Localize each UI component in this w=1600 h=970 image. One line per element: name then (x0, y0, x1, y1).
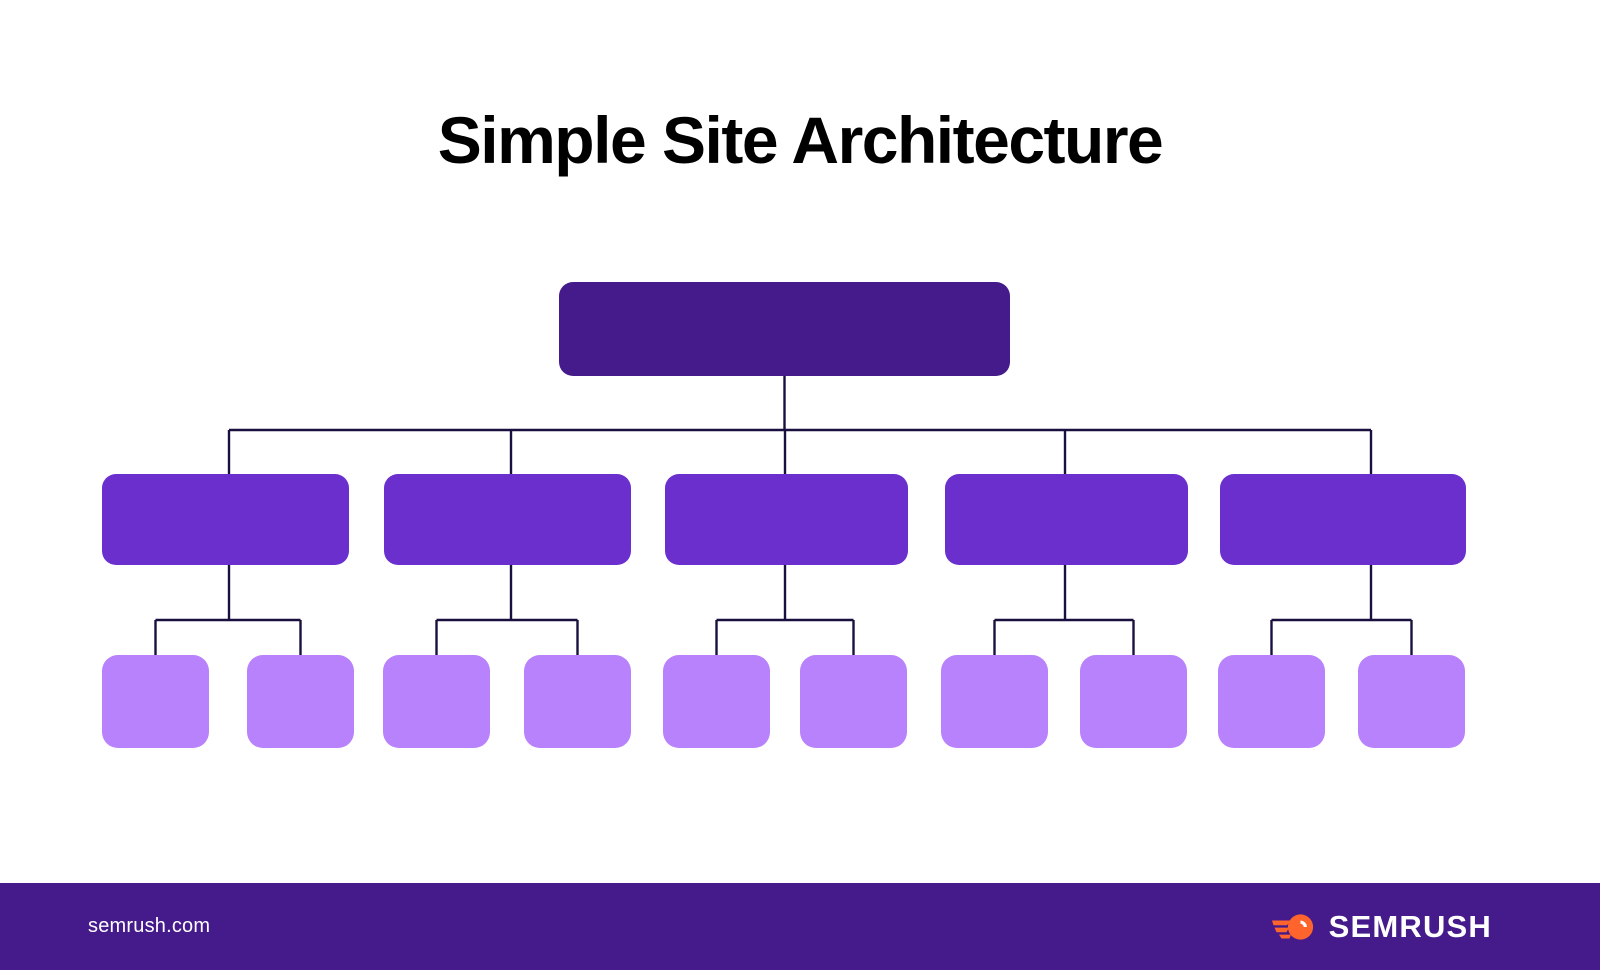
level2-node-5[interactable] (1220, 474, 1466, 565)
semrush-logo: SEMRUSH (1271, 883, 1492, 970)
level2-node-2[interactable] (384, 474, 631, 565)
level3-node-3[interactable] (383, 655, 490, 748)
level3-node-9[interactable] (1218, 655, 1325, 748)
connector-lines (154, 376, 1413, 655)
tree-svg (102, 282, 1466, 748)
footer-website-url: semrush.com (88, 915, 211, 937)
site-architecture-tree (102, 282, 1466, 748)
level3-node-1[interactable] (102, 655, 209, 748)
level3-node-6[interactable] (800, 655, 907, 748)
level3-node-2[interactable] (247, 655, 354, 748)
page-title: Simple Site Architecture (437, 103, 1164, 177)
footer-bar: semrush.com SEMRUSH (0, 883, 1600, 970)
semrush-wordmark: SEMRUSH (1328, 909, 1492, 944)
semrush-comet-icon (1271, 913, 1313, 940)
level2-node-4[interactable] (945, 474, 1188, 565)
level2-node-3[interactable] (665, 474, 908, 565)
root-node[interactable] (559, 282, 1010, 376)
level3-node-8[interactable] (1080, 655, 1187, 748)
level3-node-5[interactable] (663, 655, 770, 748)
level3-node-4[interactable] (524, 655, 631, 748)
level3-node-10[interactable] (1358, 655, 1465, 748)
tree-nodes (102, 282, 1466, 748)
level3-node-7[interactable] (941, 655, 1048, 748)
level2-node-1[interactable] (102, 474, 349, 565)
